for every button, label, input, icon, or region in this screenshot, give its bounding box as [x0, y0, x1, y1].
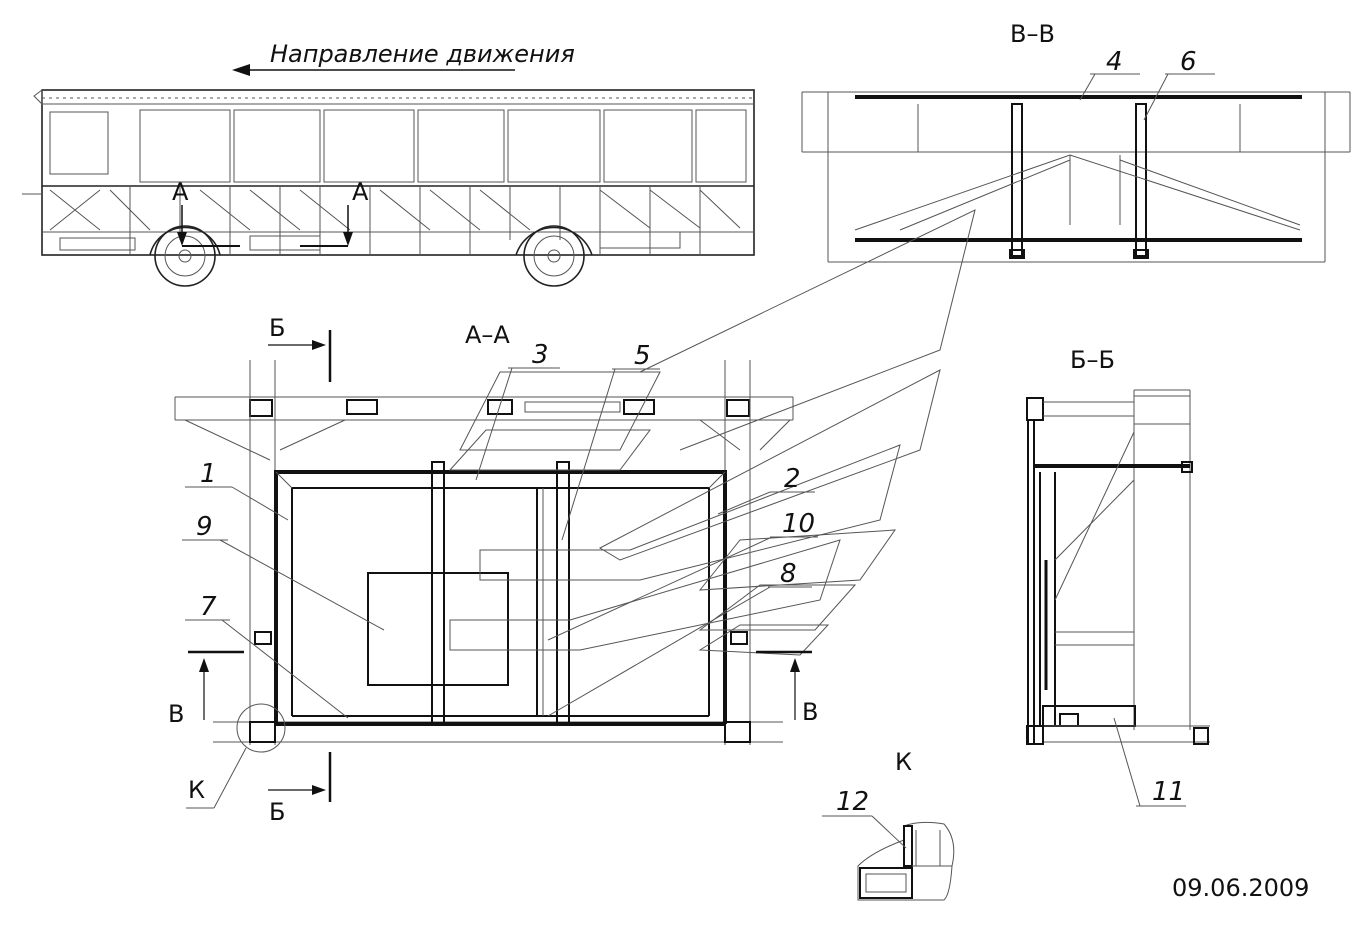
- cut-b-bottom: Б: [268, 752, 332, 826]
- bus-window: [507, 109, 601, 183]
- arrow-right-icon: [312, 340, 326, 350]
- detail-k: К 12: [822, 748, 955, 901]
- callout-3: 3: [532, 340, 549, 370]
- section-b-b: Б–Б 11: [1026, 346, 1210, 807]
- callout-8: 8: [780, 559, 797, 589]
- side-pillars: [249, 360, 751, 745]
- cut-v-right-label: В: [802, 698, 818, 726]
- cut-b-top: Б: [268, 314, 332, 382]
- frame-diagonals: [854, 154, 1301, 231]
- bus-window: [603, 109, 693, 183]
- cut-k: К: [186, 747, 247, 809]
- front-wheel: [149, 225, 221, 287]
- panel-post-3: [431, 461, 445, 725]
- section-a-a: А–А: [168, 209, 976, 826]
- cut-a-left-label: А: [172, 178, 189, 206]
- bus-frame-truss: [49, 189, 741, 231]
- callout-4: 4: [1106, 47, 1123, 77]
- panel-post-5: [556, 461, 570, 725]
- callout-12: 12: [836, 787, 869, 817]
- arrow-up-icon: [790, 658, 800, 672]
- rear-wheel: [515, 225, 593, 287]
- bus-window: [695, 109, 747, 183]
- top-beam: [174, 396, 794, 421]
- direction-arrow-icon: [232, 64, 250, 76]
- callout-10: 10: [782, 509, 815, 539]
- bus-body-outline: [41, 89, 755, 256]
- post: [1135, 103, 1147, 257]
- callout-2: 2: [784, 464, 801, 494]
- cut-a-right: А: [300, 178, 369, 247]
- cut-k-label: К: [188, 776, 205, 804]
- arrow-down-icon: [343, 232, 353, 246]
- callout-7: 7: [200, 592, 217, 622]
- bus-window: [139, 109, 231, 183]
- bus-window: [323, 109, 415, 183]
- arrow-right-icon: [312, 785, 326, 795]
- direction-of-travel: Направление движения: [232, 40, 575, 76]
- section-v-v: В–В 4 6: [801, 20, 1351, 263]
- cut-b-top-label: Б: [269, 314, 285, 342]
- drawing-date: 09.06.2009: [1172, 874, 1309, 902]
- direction-label: Направление движения: [270, 40, 575, 68]
- section-v-v-title: В–В: [1010, 20, 1055, 48]
- cut-v-left: В: [168, 650, 244, 728]
- section-a-a-title: А–А: [465, 321, 510, 349]
- detail-k-title: К: [895, 748, 912, 776]
- cut-b-bottom-label: Б: [269, 798, 285, 826]
- callout-1: 1: [200, 459, 217, 489]
- bus-window: [233, 109, 321, 183]
- callout-9: 9: [196, 512, 213, 542]
- cut-v-left-label: В: [168, 700, 184, 728]
- arrow-down-icon: [177, 232, 187, 246]
- callout-6: 6: [1180, 47, 1197, 77]
- arrow-up-icon: [199, 658, 209, 672]
- bus-side-view: А А: [22, 89, 755, 287]
- cut-v-right: В: [756, 650, 818, 726]
- cut-a-right-label: А: [352, 178, 369, 206]
- section-b-b-title: Б–Б: [1070, 346, 1115, 374]
- callout-11: 11: [1152, 777, 1185, 807]
- panel-frame: [274, 470, 727, 724]
- detail-k-circle: [236, 703, 286, 753]
- plate-9: [367, 572, 509, 686]
- callout-5: 5: [634, 341, 651, 371]
- cut-a-left: А: [172, 178, 240, 247]
- bus-window: [417, 109, 505, 183]
- base-plate-11: [1042, 705, 1136, 727]
- bus-window: [49, 111, 109, 175]
